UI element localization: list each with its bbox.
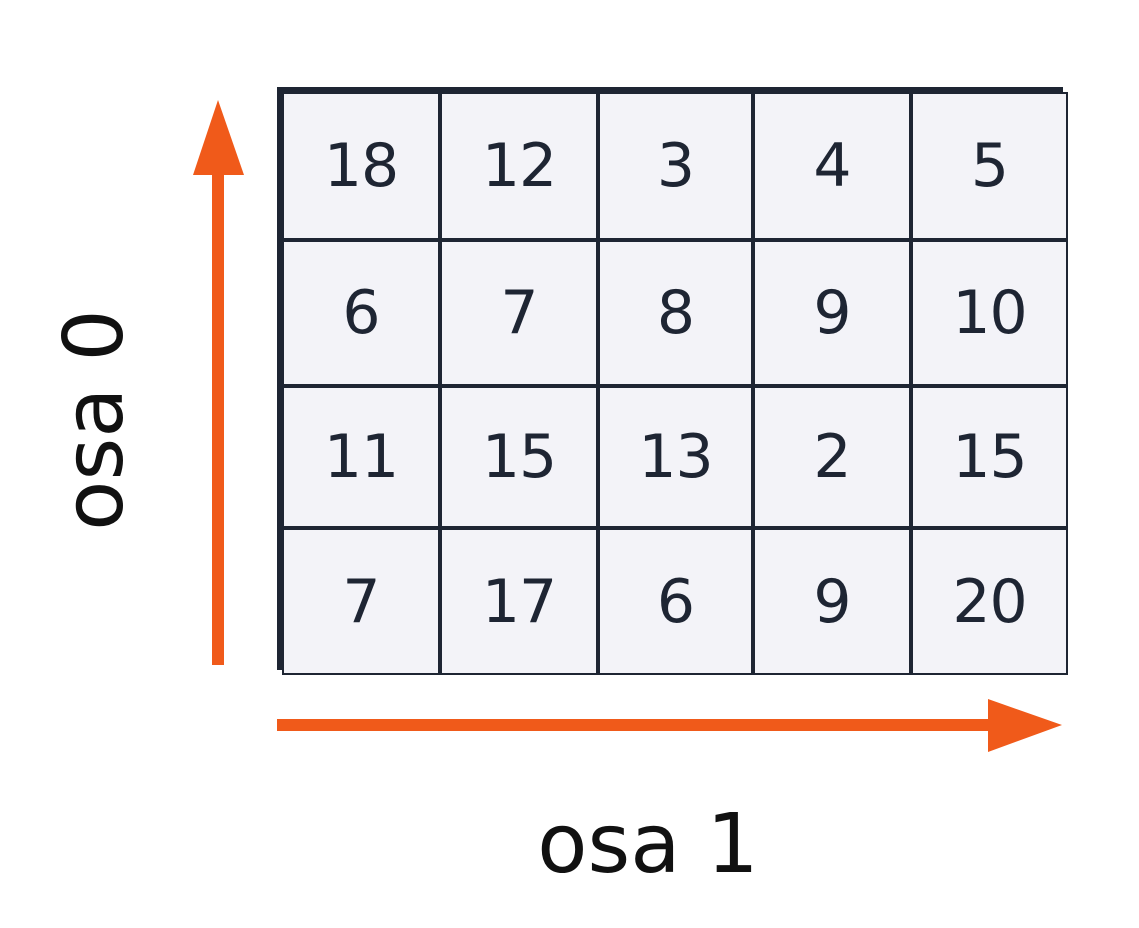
matrix-cell: 7 <box>282 528 440 675</box>
matrix-cell: 11 <box>282 386 440 528</box>
matrix-cell: 7 <box>440 240 598 386</box>
matrix-cell: 6 <box>598 528 753 675</box>
matrix-cell: 17 <box>440 528 598 675</box>
matrix-cell: 8 <box>598 240 753 386</box>
matrix-cell: 2 <box>753 386 911 528</box>
matrix-cell: 15 <box>440 386 598 528</box>
matrix-cell: 18 <box>282 92 440 240</box>
matrix-cell: 5 <box>911 92 1068 240</box>
matrix-cell: 15 <box>911 386 1068 528</box>
matrix-cell: 3 <box>598 92 753 240</box>
matrix-cell: 9 <box>753 528 911 675</box>
matrix-cell: 4 <box>753 92 911 240</box>
matrix-cell: 12 <box>440 92 598 240</box>
matrix-cell: 6 <box>282 240 440 386</box>
axis1-label: osa 1 <box>537 797 759 892</box>
axis0-arrow <box>193 100 244 665</box>
matrix-cell: 20 <box>911 528 1068 675</box>
axis0-label: osa 0 <box>47 309 142 531</box>
matrix-cell: 10 <box>911 240 1068 386</box>
axis1-arrow <box>277 699 1062 752</box>
matrix-cell: 9 <box>753 240 911 386</box>
matrix-grid: 18 12 3 4 5 6 7 8 9 10 11 15 13 2 15 7 1… <box>277 87 1068 675</box>
matrix-cell: 13 <box>598 386 753 528</box>
